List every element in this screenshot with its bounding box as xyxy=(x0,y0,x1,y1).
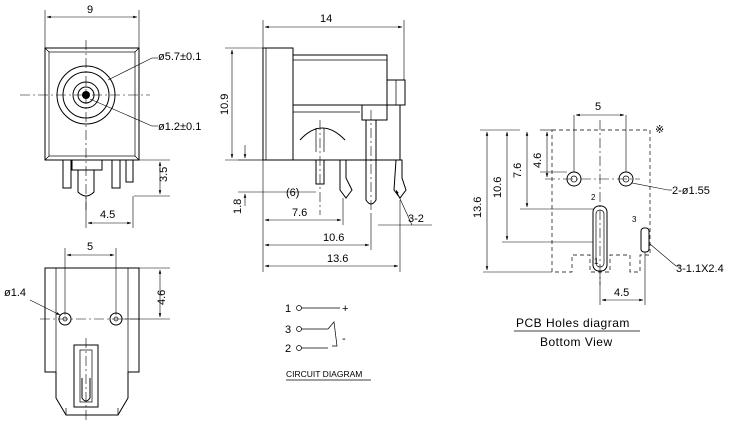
pcb-dim-4-5: 4.5 xyxy=(614,287,629,299)
pin-spacing-label: 5 xyxy=(87,241,93,253)
side-view: 14 10.9 1.8 (6) xyxy=(219,13,432,272)
side-height-label: 10.9 xyxy=(219,94,231,115)
pcb-slot-holes-label: 3-1.1X2.4 xyxy=(676,263,724,275)
circuit-minus: - xyxy=(342,333,346,345)
pcb-hole-spacing: 5 xyxy=(595,101,601,113)
pcb-dim-13-6: 13.6 xyxy=(472,197,484,218)
lead-height-label: 1.8 xyxy=(232,199,244,214)
pcb-title: PCB Holes diagram xyxy=(516,316,630,330)
circuit-pin-1: 1 xyxy=(285,303,291,315)
circuit-diagram: 1 + 3 2 - CIRCUIT DIAGRAM xyxy=(285,303,371,381)
front-view: 9 ø5.7±0.1 ø1.2±0.1 3.5 xyxy=(20,4,201,228)
hole-diameter-label: ø1.4 xyxy=(4,287,26,299)
pcb-slot-center xyxy=(592,205,608,272)
circuit-title: CIRCUIT DIAGRAM xyxy=(286,369,362,379)
pcb-dim-7-6: 7.6 xyxy=(512,163,524,178)
pin-ref-label: (6) xyxy=(286,187,299,199)
pcb-dim-4-6: 4.6 xyxy=(532,153,544,168)
pcb-pin-2: 2 xyxy=(591,193,596,202)
hole-offset-label: 4.6 xyxy=(156,290,168,305)
circuit-pin-2: 2 xyxy=(285,343,291,355)
pcb-subtitle: Bottom View xyxy=(540,335,613,349)
dim-7-6-label: 7.6 xyxy=(292,207,307,219)
pin-diameter-label: ø1.2±0.1 xyxy=(158,121,201,133)
outer-diameter-label: ø5.7±0.1 xyxy=(158,51,201,63)
pcb-slot-side xyxy=(640,227,650,253)
pcb-pin-1: 1 xyxy=(594,257,599,266)
pcb-holes-diagram: ※ 5 2 3 1 4.6 7.6 10.6 xyxy=(472,101,724,349)
dim-3-2-label: 3-2 xyxy=(408,213,424,225)
dim-10-6-label: 10.6 xyxy=(323,232,344,244)
pcb-dim-10-6: 10.6 xyxy=(492,177,504,198)
bottom-left-view: 5 ø1.4 4.6 xyxy=(4,241,170,420)
front-width-label: 9 xyxy=(87,4,93,16)
circuit-plus: + xyxy=(342,303,348,315)
pcb-pin-3: 3 xyxy=(632,215,637,224)
pcb-mark: ※ xyxy=(655,124,664,136)
pcb-round-holes-label: 2-ø1.55 xyxy=(672,185,710,197)
side-length-label: 14 xyxy=(320,13,332,25)
dim-13-6-label: 13.6 xyxy=(327,253,348,265)
pin-offset-label: 4.5 xyxy=(100,209,115,221)
circuit-pin-3: 3 xyxy=(285,324,291,336)
pin-height-label: 3.5 xyxy=(158,167,170,182)
